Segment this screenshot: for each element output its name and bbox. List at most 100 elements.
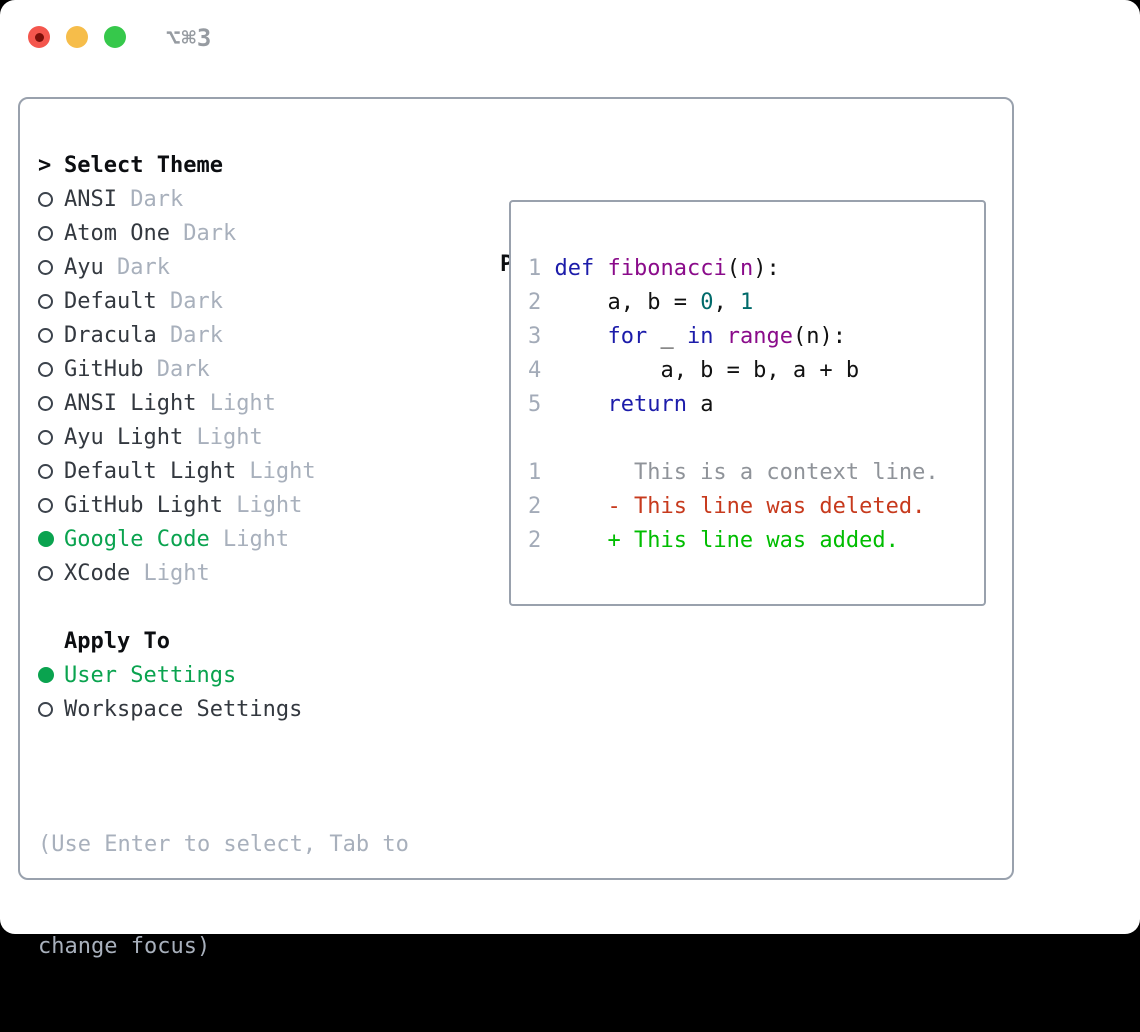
prompt-caret-icon: > <box>38 152 52 178</box>
code-line: 4 a, b = b, a + b <box>528 353 984 387</box>
option-label: Ayu Light <box>64 424 184 450</box>
theme-option[interactable]: ANSI Light Light <box>38 386 409 420</box>
code-token-pl: a <box>686 391 714 417</box>
apply-option[interactable]: User Settings <box>38 658 409 692</box>
code-line: 3 for _ in range(n): <box>528 319 984 353</box>
theme-option[interactable]: ANSI Dark <box>38 182 409 216</box>
apply-option[interactable]: Workspace Settings <box>38 692 409 726</box>
apply-to-header: Apply To <box>38 624 409 658</box>
code-line <box>528 421 984 455</box>
radio-marker <box>38 701 64 717</box>
minimize-button[interactable] <box>66 26 88 48</box>
radio-marker <box>38 565 64 581</box>
code-token-del: - This line was deleted. <box>554 493 926 519</box>
code-token-lit: 0 <box>700 289 714 315</box>
code-token-fn: n <box>739 255 754 281</box>
code-token-kw: for <box>607 323 648 349</box>
radio-marker <box>38 225 64 241</box>
theme-variant-label: Dark <box>103 254 170 280</box>
radio-marker <box>38 429 64 445</box>
theme-variant-label: Dark <box>143 356 210 382</box>
code-line: 2 a, b = 0, 1 <box>528 285 984 319</box>
line-number: 2 <box>528 527 555 553</box>
option-label: GitHub Light <box>64 492 223 518</box>
option-label: XCode <box>64 560 131 586</box>
option-label: Google Code <box>64 526 210 552</box>
radio-icon <box>38 191 53 207</box>
close-button[interactable] <box>28 26 50 48</box>
theme-option[interactable]: Ayu Dark <box>38 250 409 284</box>
radio-marker <box>38 191 64 207</box>
code-line: 5 return a <box>528 387 984 421</box>
code-token-kw: return <box>607 391 687 417</box>
code-line: 2 - This line was deleted. <box>528 489 984 523</box>
code-token-pl <box>554 324 607 349</box>
code-token-pl: , <box>713 289 740 315</box>
hint-line-2: change focus) <box>38 934 211 959</box>
theme-variant-label: Dark <box>169 220 237 246</box>
theme-variant-label: Light <box>130 560 210 586</box>
line-number: 2 <box>528 289 555 315</box>
theme-option[interactable]: GitHub Light Light <box>38 488 409 522</box>
radio-icon <box>38 361 53 377</box>
radio-marker <box>38 361 64 377</box>
radio-icon <box>38 565 53 581</box>
theme-option[interactable]: Default Dark <box>38 284 409 318</box>
code-token-fn: fibonacci <box>607 255 727 281</box>
option-label: ANSI Light <box>64 390 197 416</box>
line-number: 4 <box>528 357 555 383</box>
radio-marker <box>38 463 64 479</box>
theme-option[interactable]: Dracula Dark <box>38 318 409 352</box>
code-token-kw: in <box>686 323 714 349</box>
hint-text: (Use Enter to select, Tab to change focu… <box>38 760 409 1032</box>
theme-variant-label: Light <box>183 424 263 450</box>
apply-to-title: Apply To <box>64 628 170 654</box>
code-line: 1 This is a context line. <box>528 455 984 489</box>
code-token-pl: a, b = b, a + b <box>554 357 860 383</box>
option-label: ANSI <box>64 186 117 212</box>
code-token-fn: range <box>726 323 793 349</box>
option-label: Dracula <box>64 322 157 348</box>
theme-option[interactable]: Google Code Light <box>38 522 409 556</box>
theme-option[interactable]: Default Light Light <box>38 454 409 488</box>
option-label: Ayu <box>64 254 104 280</box>
radio-selected-icon <box>38 667 54 683</box>
theme-option[interactable]: GitHub Dark <box>38 352 409 386</box>
radio-marker <box>38 259 64 275</box>
code-token-lit: 1 <box>739 289 754 315</box>
theme-variant-label: Dark <box>156 322 223 348</box>
radio-icon <box>38 463 53 479</box>
radio-marker <box>38 395 64 411</box>
code-line: 1 def fibonacci(n): <box>528 251 984 285</box>
close-button-dot <box>34 32 44 42</box>
theme-option[interactable]: XCode Light <box>38 556 409 590</box>
titlebar: ⌥⌘3 <box>0 0 1140 74</box>
radio-icon <box>38 497 53 513</box>
spacer <box>38 590 409 624</box>
spacer <box>38 726 409 760</box>
theme-variant-label: Light <box>236 458 316 484</box>
radio-icon <box>38 293 53 309</box>
radio-marker <box>38 293 64 309</box>
select-theme-header: > Select Theme <box>38 148 409 182</box>
code-token-pl: a, b = <box>554 289 701 315</box>
radio-icon <box>38 259 53 275</box>
option-label: User Settings <box>64 662 237 688</box>
line-number: 3 <box>528 323 555 349</box>
line-number: 1 <box>528 459 555 485</box>
radio-icon <box>38 429 53 445</box>
window-title: ⌥⌘3 <box>166 24 213 52</box>
option-label: GitHub <box>64 356 144 382</box>
option-label: Default <box>64 288 157 314</box>
maximize-button[interactable] <box>104 26 126 48</box>
theme-option[interactable]: Atom One Dark <box>38 216 409 250</box>
line-number: 2 <box>528 493 555 519</box>
theme-option[interactable]: Ayu Light Light <box>38 420 409 454</box>
theme-variant-label: Light <box>222 492 303 518</box>
